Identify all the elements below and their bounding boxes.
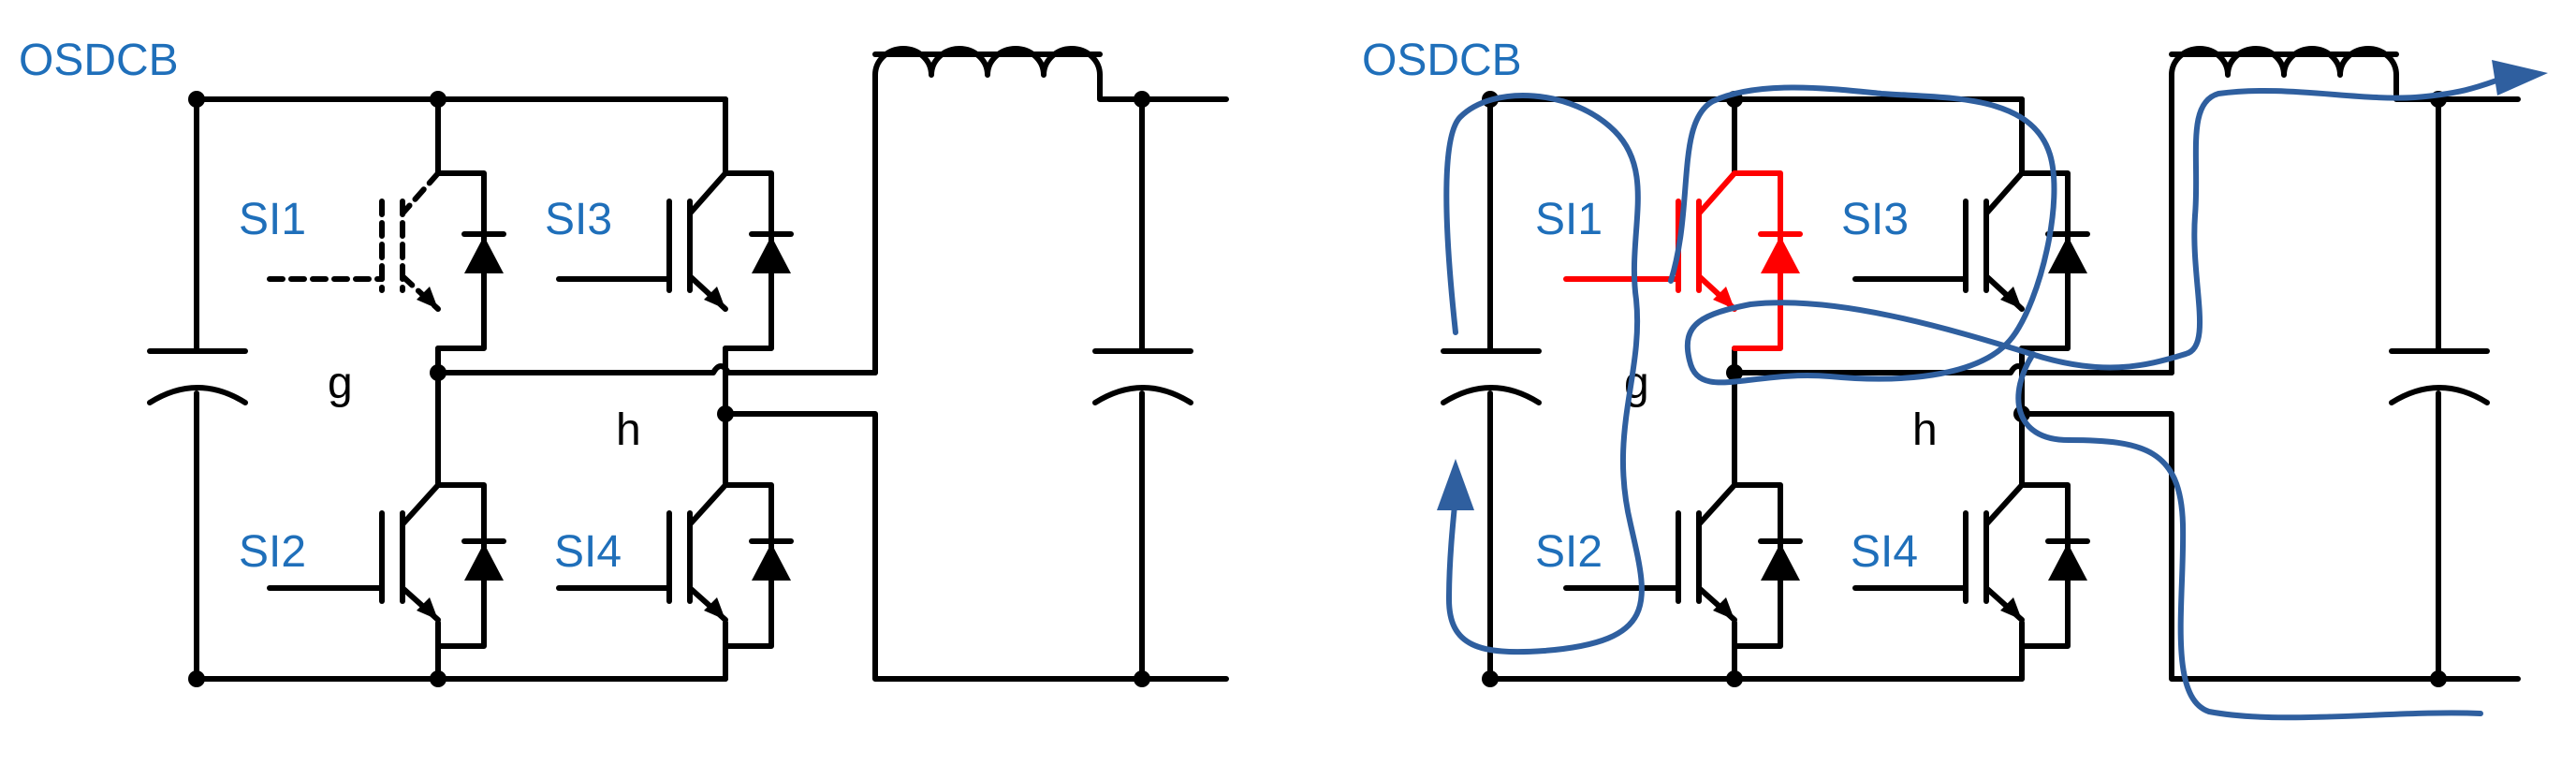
junction-dot (717, 405, 734, 422)
si1-collector (400, 170, 441, 216)
right-panel-labels: OSDCB SI1 SI3 SI2 SI4 g h (1362, 36, 1938, 577)
junction-dot (1482, 670, 1499, 687)
switch-label-si3: SI3 (1841, 195, 1909, 244)
node-g-wire (435, 363, 878, 375)
switch-label-si4: SI4 (554, 527, 622, 577)
left-panel-markers (188, 91, 1150, 687)
si2-emitter-arrow (417, 597, 438, 620)
junction-dot (2430, 670, 2447, 687)
current-path-loop-right (1668, 77, 2502, 386)
output-capacitor-plate-bottom (2389, 385, 2490, 405)
panel-title: OSDCB (1362, 36, 1522, 85)
node-label-h: h (616, 405, 641, 455)
capacitor-plate-bottom (147, 385, 248, 405)
node-label-h: h (1912, 405, 1938, 455)
si3-diode-triangle (2048, 236, 2087, 273)
junction-dot (430, 91, 446, 108)
switch-label-si1: SI1 (1535, 195, 1603, 244)
left-panel-labels: OSDCB SI1 SI3 SI2 SI4 g h (19, 36, 641, 577)
junction-dot (188, 670, 205, 687)
si1-emitter-arrow (1713, 287, 1734, 309)
si1-active-markers (1713, 236, 1800, 309)
si1-switch-off (267, 170, 441, 312)
switch-label-si4: SI4 (1851, 527, 1918, 577)
junction-dot (1726, 670, 1743, 687)
si3-emitter-arrow (704, 287, 725, 309)
si4-emitter-arrow (2000, 597, 2022, 620)
switch-label-si1: SI1 (239, 195, 306, 244)
si3-emitter-arrow (2000, 287, 2022, 309)
switch-label-si2: SI2 (239, 527, 306, 577)
arrow-right-icon (2492, 60, 2548, 96)
junction-dot (430, 670, 446, 687)
junction-dot (1134, 670, 1150, 687)
si1-diode-triangle (464, 236, 504, 273)
node-h-wire (2019, 411, 2521, 682)
left-panel-circuit (147, 46, 1229, 682)
junction-dot (188, 91, 205, 108)
output-capacitor-plate-bottom (1092, 385, 1193, 405)
current-path-return (2015, 351, 2483, 721)
si1-emitter-arrow (417, 287, 438, 309)
node-label-g: g (328, 359, 353, 408)
si2-emitter-arrow (1713, 597, 1734, 620)
node-h-wire (723, 411, 1229, 682)
si2-diode-triangle (1761, 543, 1800, 581)
junction-dot (1134, 91, 1150, 108)
si4-diode-triangle (752, 543, 791, 581)
si3-diode-triangle (752, 236, 791, 273)
si4-diode-triangle (2048, 543, 2087, 581)
current-path-loop-left (1443, 93, 1645, 655)
si2-igbt (1563, 482, 1737, 623)
panel-title: OSDCB (19, 36, 179, 85)
switch-label-si2: SI2 (1535, 527, 1603, 577)
junction-dot (430, 364, 446, 381)
si1-diode-triangle (1761, 236, 1800, 273)
si1-collector (1696, 170, 1737, 216)
si3-igbt (1852, 170, 2025, 312)
si2-diode-triangle (464, 543, 504, 581)
si4-emitter-arrow (704, 597, 725, 620)
arrow-up-icon (1437, 459, 1474, 510)
si4-igbt (1852, 482, 2025, 623)
output-top-wire (1097, 72, 1229, 102)
current-path-arrows (1437, 60, 2548, 510)
capacitor-plate-bottom (1441, 385, 1542, 405)
current-path (1443, 77, 2502, 721)
junction-dot (1726, 364, 1743, 381)
switch-label-si3: SI3 (545, 195, 612, 244)
si2-igbt (267, 482, 441, 623)
